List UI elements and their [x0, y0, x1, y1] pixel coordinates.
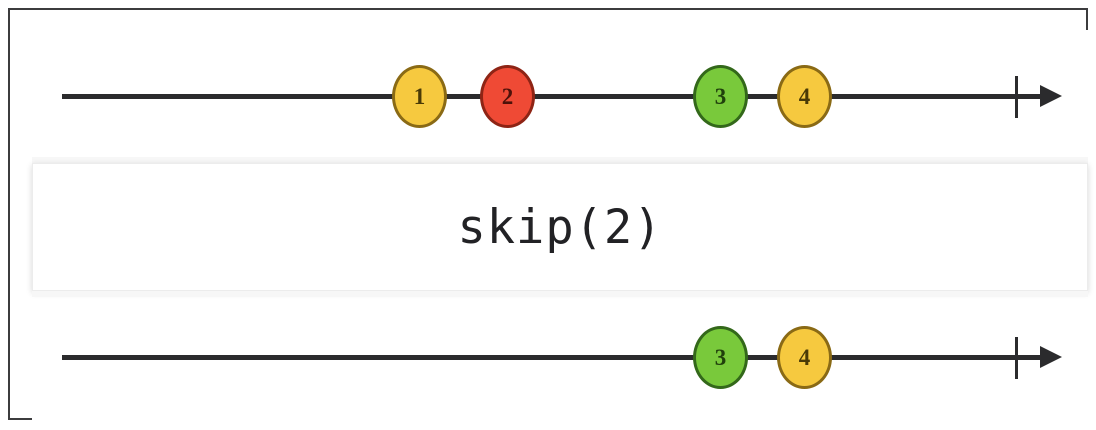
source-marble-4[interactable]: 4: [777, 65, 832, 128]
source-marble-1[interactable]: 1: [392, 65, 447, 128]
result-timeline: 3 4: [62, 301, 1088, 411]
result-complete-tick-icon: [1015, 337, 1018, 379]
source-complete-tick-icon: [1015, 76, 1018, 118]
operator-label: skip(2): [457, 199, 663, 255]
source-marble-1-label: 1: [413, 84, 426, 109]
source-timeline: 1 2 3 4: [62, 40, 1088, 150]
source-marble-2[interactable]: 2: [480, 65, 535, 128]
operator-box[interactable]: skip(2): [32, 163, 1088, 291]
operator-band-below: [32, 291, 1088, 297]
diagram-frame: 1 2 3 4 skip(2): [8, 8, 1088, 420]
source-marble-2-label: 2: [501, 84, 514, 109]
result-timeline-arrow-icon: [1040, 346, 1062, 368]
source-marble-3[interactable]: 3: [693, 65, 748, 128]
source-timeline-line: [62, 94, 1042, 99]
operator-band-above: [32, 157, 1088, 163]
source-marble-3-label: 3: [714, 84, 727, 109]
result-marble-4-label: 4: [798, 345, 811, 370]
result-marble-3[interactable]: 3: [693, 326, 748, 389]
result-marble-4[interactable]: 4: [777, 326, 832, 389]
source-marble-4-label: 4: [798, 84, 811, 109]
diagram-canvas: 1 2 3 4 skip(2): [32, 30, 1088, 420]
result-marble-3-label: 3: [714, 345, 727, 370]
source-timeline-arrow-icon: [1040, 85, 1062, 107]
result-timeline-line: [62, 355, 1042, 360]
